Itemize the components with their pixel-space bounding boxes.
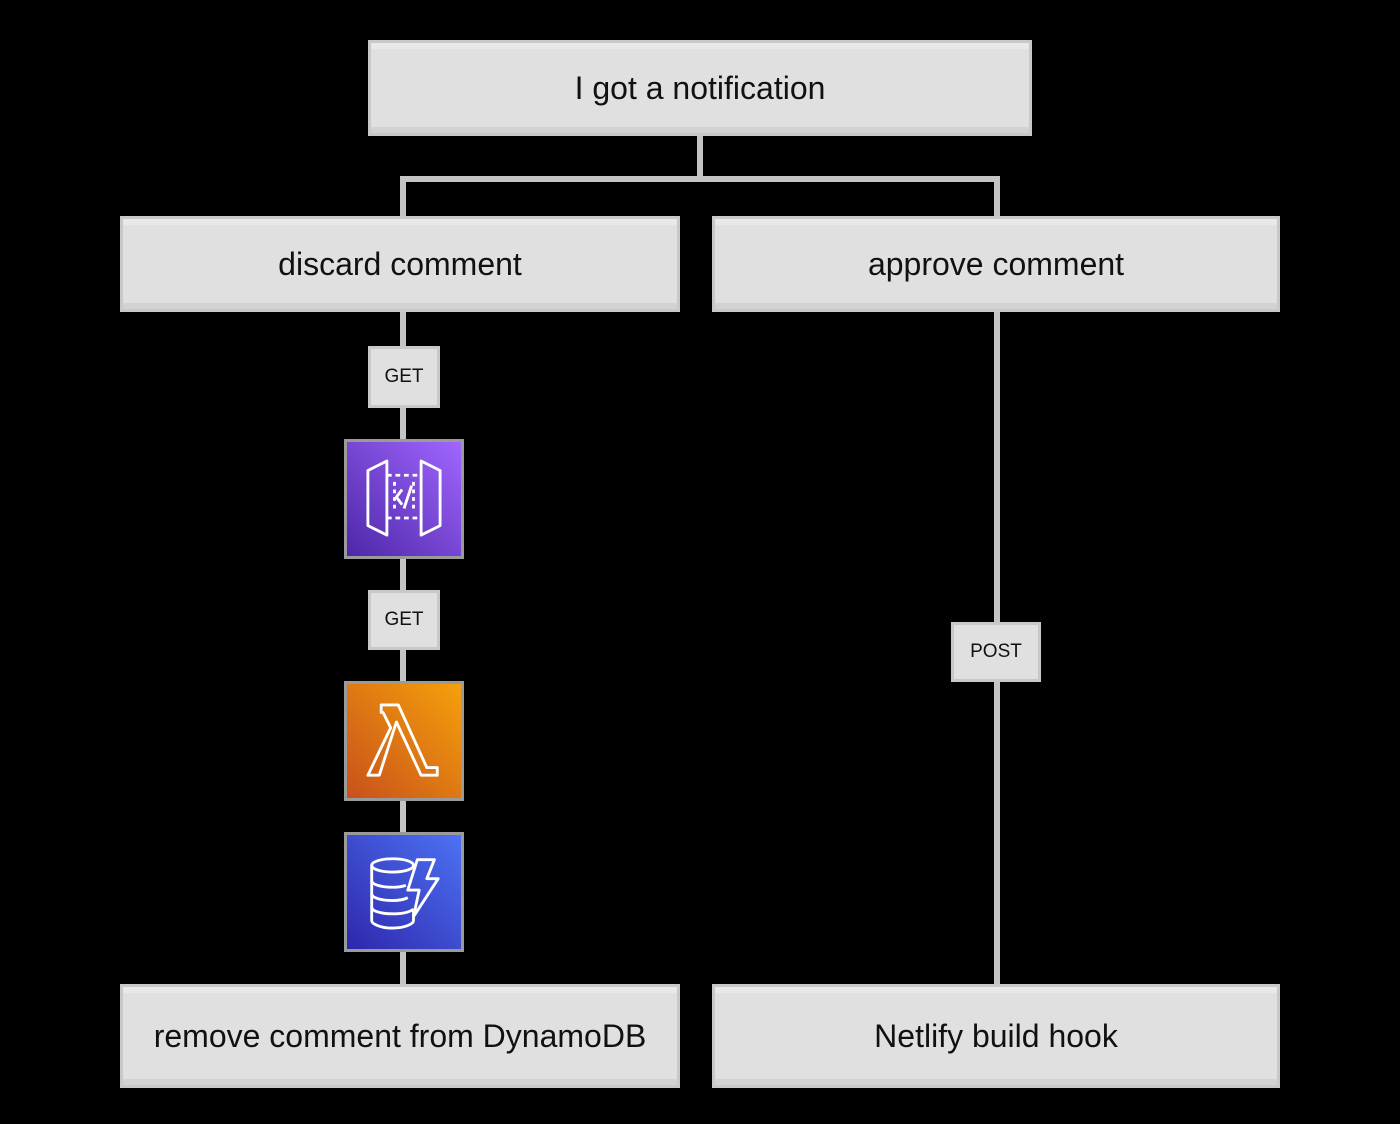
netlify-build-hook-node: Netlify build hook <box>712 984 1280 1088</box>
discard-comment-label: discard comment <box>278 245 522 282</box>
remove-comment-node: remove comment from DynamoDB <box>120 984 680 1088</box>
api-gateway-icon-graphic <box>347 442 461 556</box>
edge-label-get-2: GET <box>368 590 440 650</box>
approve-comment-node: approve comment <box>712 216 1280 312</box>
connector-to-approve <box>994 176 1000 220</box>
connector-root-down <box>697 133 703 179</box>
remove-comment-label: remove comment from DynamoDB <box>153 1017 647 1054</box>
root-node: I got a notification <box>368 40 1032 136</box>
connector-to-discard <box>400 176 406 220</box>
edge-label-get-1-text: GET <box>384 366 424 387</box>
lambda-icon <box>344 681 464 801</box>
api-gateway-icon <box>344 439 464 559</box>
root-node-label: I got a notification <box>574 69 826 106</box>
lambda-icon-graphic <box>347 684 461 798</box>
discard-comment-node: discard comment <box>120 216 680 312</box>
netlify-build-hook-label: Netlify build hook <box>874 1017 1118 1054</box>
edge-label-get-1: GET <box>368 346 440 408</box>
edge-label-post-text: POST <box>970 641 1022 662</box>
edge-label-post: POST <box>951 622 1041 682</box>
dynamodb-icon-graphic <box>347 835 461 949</box>
dynamodb-icon <box>344 832 464 952</box>
approve-comment-label: approve comment <box>867 245 1125 282</box>
edge-label-get-2-text: GET <box>384 609 424 630</box>
connector-horizontal <box>400 176 1000 182</box>
